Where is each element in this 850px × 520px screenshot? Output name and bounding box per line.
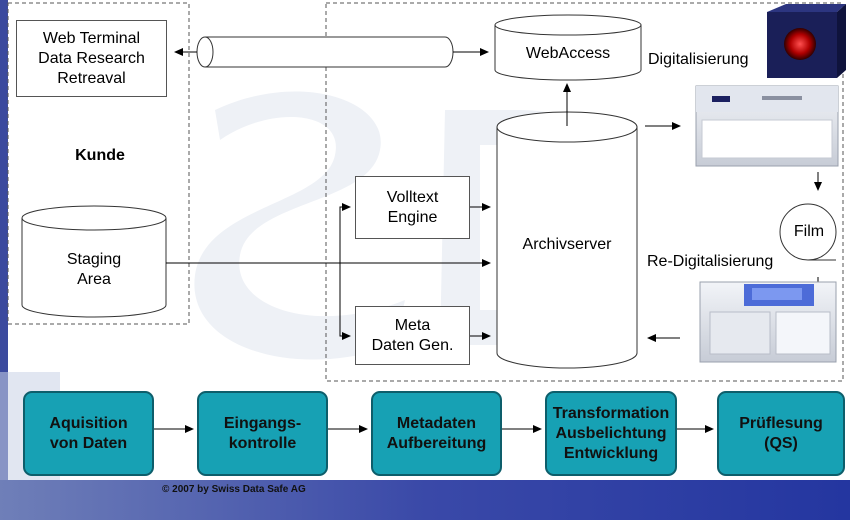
process-step-eingangskontrolle: Eingangs- kontrolle: [197, 391, 328, 476]
process-step-label: Prüflesung (QS): [739, 414, 823, 452]
redigitalisierung-label: Re-Digitalisierung: [647, 253, 774, 270]
arrow-branch-volltext: [339, 203, 351, 263]
left-edge-band: [0, 0, 8, 520]
kunde-label: Kunde: [75, 147, 125, 164]
film-label: Film: [793, 223, 825, 240]
film-reel-icon: [779, 203, 837, 261]
archivserver-cylinder: [496, 111, 638, 369]
process-step-label: Metadaten Aufbereitung: [386, 414, 487, 452]
archivserver-label: Archivserver: [522, 236, 612, 253]
scanner-machine-icon: [695, 85, 839, 167]
process-step-aquisition: Aquisition von Daten: [23, 391, 154, 476]
footer-band: [0, 480, 850, 520]
pipe-connector: [196, 36, 454, 68]
archive-device-icon: [767, 4, 846, 78]
web-terminal-label: Web Terminal Data Research Retreaval: [38, 29, 145, 87]
meta-daten-label: Meta Daten Gen.: [371, 316, 454, 354]
meta-daten-box: Meta Daten Gen.: [355, 306, 470, 365]
process-step-label: Transformation Ausbelichtung Entwicklung: [552, 404, 670, 462]
staging-cylinder: [21, 205, 167, 318]
volltext-engine-label: Volltext Engine: [386, 188, 439, 226]
customer-zone: [7, 2, 190, 325]
webaccess-label: WebAccess: [525, 45, 611, 62]
process-step-metadaten: Metadaten Aufbereitung: [371, 391, 502, 476]
process-step-label: Eingangs- kontrolle: [223, 414, 302, 452]
process-step-label: Aquisition von Daten: [49, 414, 128, 452]
process-step-pruflesung: Prüflesung (QS): [717, 391, 845, 476]
webaccess-cylinder: [494, 14, 642, 81]
arrow-branch-meta: [339, 263, 351, 340]
volltext-engine-box: Volltext Engine: [355, 176, 470, 239]
process-step-transformation: Transformation Ausbelichtung Entwicklung: [545, 391, 677, 476]
copyright-text: © 2007 by Swiss Data Safe AG: [162, 484, 306, 495]
web-terminal-box: Web Terminal Data Research Retreaval: [16, 20, 167, 97]
staging-area-label: Staging Area: [66, 251, 122, 288]
film-writer-machine-icon: [699, 281, 837, 363]
digitalisierung-label: Digitalisierung: [648, 51, 749, 68]
